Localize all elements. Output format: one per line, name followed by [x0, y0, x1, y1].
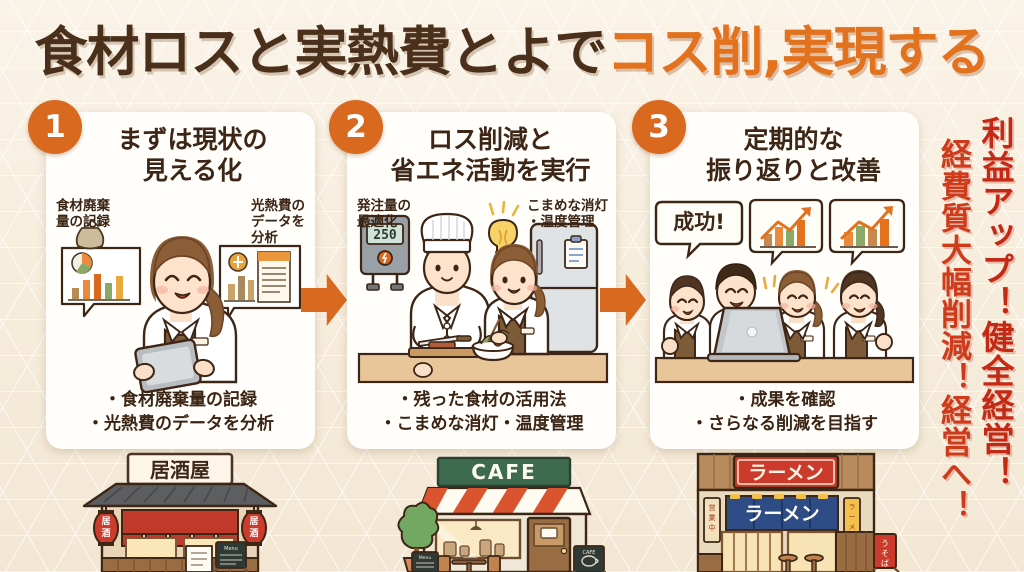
step-card-3-bullets: ・成果を確認 ・さらなる削減を目指す — [650, 388, 919, 437]
svg-text:業: 業 — [709, 513, 716, 522]
caption-order-line1: 発注量の — [357, 198, 411, 214]
lantern-left-icon: 居 酒 — [93, 506, 119, 546]
step-card-3-bullet-0: ・成果を確認 — [733, 389, 836, 410]
step-card-2-bullet-1: ・こまめな消灯・温度管理 — [379, 414, 584, 435]
utility-bill-bubble-icon — [218, 244, 302, 320]
step-card-3-title: 定期的な 振り返りと改善 — [650, 124, 919, 187]
svg-text:営: 営 — [709, 503, 716, 512]
caption-utility-data-analysis: 光熱費の データを 分析 — [251, 198, 305, 247]
success-speech-bubble: 成功! — [654, 200, 744, 260]
step-number-badge-3: 3 — [632, 100, 686, 154]
izakaya-board-text: Menu — [224, 546, 238, 552]
caption-food-waste-record: 食材廃棄 量の記録 — [56, 198, 110, 230]
caption-order-line2: 最適化 — [357, 214, 398, 231]
step-card-1-title-line2: 見える化 — [142, 156, 243, 186]
title-dark-segment: 食材ロスと実熱費とよで — [34, 22, 607, 83]
izakaya-storefront: 居酒屋 — [70, 452, 290, 572]
step-card-3[interactable]: 3 定期的な 振り返りと改善 成功! — [632, 100, 919, 449]
laptop-icon — [706, 306, 802, 363]
svg-text:ば: ば — [881, 559, 889, 568]
caption-food-waste-record-line1: 食材廃棄 — [56, 198, 110, 214]
caption-utility-line1: 光熱費の — [251, 198, 305, 214]
caption-lights-line1: こまめな消灯 — [527, 198, 608, 214]
step-number-badge-2: 2 — [329, 100, 383, 154]
step-card-3-title-line2: 振り返りと改善 — [705, 156, 881, 186]
woman-with-tablet-illustration — [60, 218, 302, 394]
izakaya-menu-board: Menu — [213, 541, 249, 572]
lantern-left-text: 居 — [101, 516, 110, 527]
svg-text:メ: メ — [849, 523, 856, 531]
electricity-meter-icon: 250 — [359, 214, 411, 291]
cafe-board-right-text: CAFE — [583, 550, 596, 556]
caption-food-waste-record-line2: 量の記録 — [56, 214, 110, 231]
cafe-table-and-chairs — [437, 555, 501, 572]
step-card-1-title: まずは現状の 見える化 — [46, 124, 315, 187]
waste-chart-bubble-icon — [60, 218, 142, 318]
staff-woman-with-salad-figure — [471, 244, 550, 362]
svg-text:ラ: ラ — [849, 503, 856, 511]
kitchen-scene-illustration: 250 — [357, 200, 609, 384]
sparkle-icons — [762, 274, 840, 294]
step-card-2-title: ロス削減と 省エネ活動を実行 — [347, 124, 616, 187]
step-card-3-title-line1: 定期的な — [743, 125, 844, 154]
ramen-banner-left: 営 業 中 — [703, 497, 721, 543]
step-number-badge-1: 1 — [28, 100, 82, 154]
caption-order-optimization: 発注量の 最適化 — [357, 198, 411, 230]
vertical-copy-left: 経費質大幅削減！経営へ！ — [935, 138, 971, 522]
ramen-sign-text: ラーメン — [748, 462, 823, 484]
ramen-stools — [778, 553, 824, 572]
ramen-a-board: う そ ば — [870, 533, 900, 572]
staff-member-3 — [770, 270, 826, 360]
lantern-right-icon: 居 酒 — [241, 506, 267, 546]
chef-figure — [408, 212, 491, 378]
lantern-right-text: 居 — [249, 516, 258, 527]
svg-text:酒: 酒 — [101, 527, 110, 539]
svg-text:ー: ー — [849, 513, 856, 521]
ramen-a-board-text: う — [881, 539, 889, 548]
vertical-copy-right: 利益アップ！健全経営！ — [976, 116, 1015, 490]
step-card-2-illustration: 発注量の 最適化 こまめな消灯 ・温度管理 — [353, 196, 610, 384]
staff-member-4 — [832, 270, 893, 360]
team-review-illustration: 成功! — [654, 198, 915, 384]
ramen-noren-text: ラーメン — [744, 503, 819, 525]
step-card-2-title-line2: 省エネ活動を実行 — [390, 156, 591, 186]
page-title: 食材ロスと実熱費とよでコス削,実現する — [0, 26, 1024, 79]
staff-member-1 — [661, 275, 713, 360]
growth-chart-bubble-b — [828, 198, 906, 267]
step-card-3-bullet-1: ・さらなる削減を目指す — [691, 414, 878, 435]
cafe-board-left-text: Menu — [419, 555, 432, 561]
svg-text:酒: 酒 — [249, 527, 258, 539]
staff-woman-figure — [133, 236, 238, 394]
success-bubble-text: 成功! — [673, 210, 725, 234]
cafe-menu-board-left: Menu — [411, 551, 439, 572]
step-card-2-title-line1: ロス削減と — [427, 125, 553, 154]
step-card-1[interactable]: 1 まずは現状の 見える化 食材廃棄 量の記録 光熱費の データを 分析 — [28, 100, 315, 449]
title-orange-segment: コス削,実現する — [606, 22, 990, 83]
caption-lights-temperature: こまめな消灯 ・温度管理 — [527, 198, 608, 230]
caption-utility-line3: 分析 — [251, 230, 278, 247]
cafe-sign-text: CAFE — [471, 460, 536, 484]
step-card-2[interactable]: 2 ロス削減と 省エネ活動を実行 発注量の 最適化 こまめな消灯 ・温度管理 — [329, 100, 616, 449]
meter-reading-value: 250 — [373, 228, 397, 243]
step-card-1-illustration: 食材廃棄 量の記録 光熱費の データを 分析 — [52, 196, 309, 394]
growth-chart-bubble-a — [748, 198, 824, 267]
izakaya-sign-text: 居酒屋 — [150, 458, 210, 482]
svg-text:そ: そ — [881, 549, 889, 558]
svg-text:中: 中 — [709, 523, 716, 532]
step-card-3-illustration: 成功! — [654, 196, 915, 384]
cafe-menu-board-right: CAFE — [572, 545, 606, 572]
step-card-1-bullets: ・食材廃棄量の記録 ・光熱費のデータを分析 — [46, 388, 315, 437]
step-card-1-bullet-1: ・光熱費のデータを分析 — [87, 414, 274, 435]
caption-lights-line2: ・温度管理 — [527, 214, 595, 231]
caption-utility-line2: データを — [251, 214, 305, 231]
step-card-1-title-line1: まずは現状の — [117, 125, 268, 154]
cafe-storefront: CAFE — [397, 456, 612, 572]
step-card-1-bullet-0: ・食材廃棄量の記録 — [104, 389, 257, 410]
ramen-storefront: ラーメン ラーメン 営 業 中 ラ — [688, 450, 904, 572]
step-card-2-bullets: ・残った食材の活用法 ・こまめな消灯・温度管理 — [347, 388, 616, 437]
step-card-2-bullet-0: ・残った食材の活用法 — [396, 389, 567, 410]
